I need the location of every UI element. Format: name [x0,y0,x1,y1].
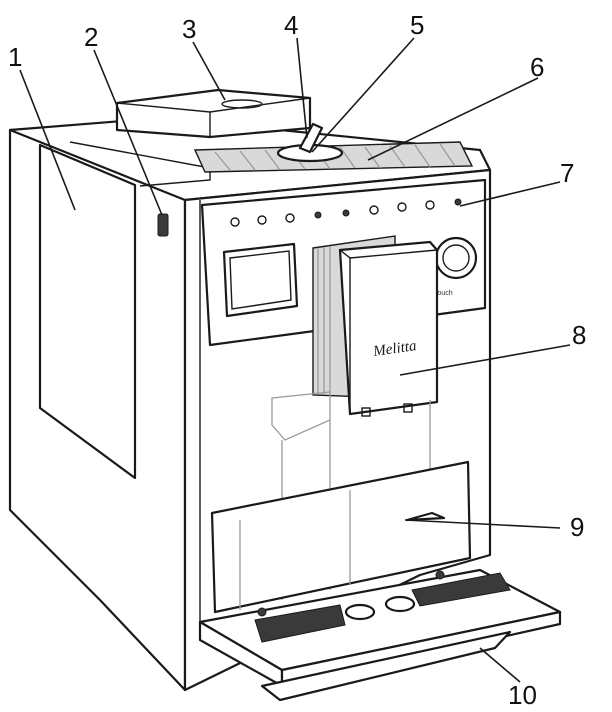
label-3: 3 [182,14,196,44]
label-7: 7 [560,158,574,188]
drip-tray-window [210,460,561,614]
leader-6 [367,77,539,161]
brand-logo: Melitta [371,338,417,360]
leader-3 [192,41,226,101]
leader-2 [93,49,163,216]
leader-1 [19,69,76,211]
label-1: 1 [8,42,22,72]
number-labels: 1 2 3 4 5 6 7 8 9 10 [8,10,586,710]
grind-lever [298,122,324,154]
leader-8 [399,344,571,376]
touch-label: Touch [434,290,453,297]
beverage-icons [230,198,462,227]
bean-container-lid [115,88,312,139]
label-9: 9 [570,512,584,542]
leader-10 [479,647,521,683]
side-switch [157,213,169,237]
label-10: 10 [508,680,537,710]
label-5: 5 [410,10,424,40]
water-tank-top [69,141,211,187]
label-2: 2 [84,22,98,52]
label-8: 8 [572,320,586,350]
leader-lines [19,37,571,683]
label-6: 6 [530,52,544,82]
leader-5 [311,37,415,153]
coffee-outlet: Melitta [312,235,439,417]
water-tank [38,143,137,480]
leader-7 [459,181,561,207]
label-4: 4 [284,10,298,40]
leader-4 [296,37,308,139]
drip-tray [198,568,562,702]
rotary-knob [434,236,478,280]
display-screen [222,242,299,318]
